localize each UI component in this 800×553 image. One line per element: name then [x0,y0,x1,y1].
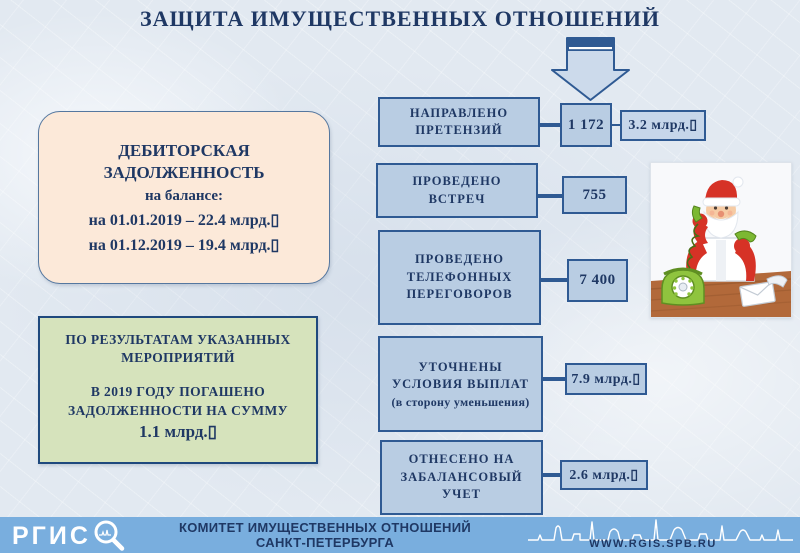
rgis-logo-text: РГИС [12,521,91,550]
debtor-subheading: на балансе: [144,188,224,205]
down-arrow-icon [551,37,630,101]
debtor-debt-box: ДЕБИТОРСКАЯ ЗАДОЛЖЕННОСТЬ на балансе: на… [38,111,330,284]
connector-line [543,377,565,381]
results-body: В 2019 ГОДУ ПОГАШЕНО ЗАДОЛЖЕННОСТИ НА СУ… [68,384,288,418]
committee-line1: КОМИТЕТ ИМУЩЕСТВЕННЫХ ОТНОШЕНИЙ [178,520,472,535]
payment-terms-label: УТОЧНЕНЫ УСЛОВИЯ ВЫПЛАТ [391,359,530,392]
connector-line [538,194,562,198]
footer-website: WWW.RGIS.SPB.RU [589,538,717,550]
flow-box-phone-calls: ПРОВЕДЕНО ТЕЛЕФОННЫХ ПЕРЕГОВОРОВ [378,230,541,325]
connector-line [541,278,567,282]
santa-illustration [650,162,792,318]
payment-terms-sublabel: (в сторону уменьшения) [391,394,530,409]
ded-moroz-phone-drawing [650,163,792,317]
magnifier-icon [94,520,125,551]
debtor-heading: ДЕБИТОРСКАЯ ЗАДОЛЖЕННОСТЬ [103,140,265,182]
results-box: ПО РЕЗУЛЬТАТАМ УКАЗАННЫХ МЕРОПРИЯТИЙ В 2… [38,316,318,464]
value-box-meetings-count: 755 [562,176,627,214]
value-box-claims-count: 1 172 [560,103,612,147]
value-box-offbalance-amount: 2.6 млрд.▯ [560,460,648,490]
results-heading: ПО РЕЗУЛЬТАТАМ УКАЗАННЫХ МЕРОПРИЯТИЙ [65,332,291,366]
value-box-calls-count: 7 400 [567,259,628,302]
connector-line [543,473,560,477]
connector-line [612,124,620,126]
footer-bar [0,517,800,553]
debtor-line-2019-12: на 01.12.2019 – 19.4 млрд.▯ [88,237,280,255]
results-amount: 1.1 млрд.▯ [138,421,218,441]
flow-box-off-balance: ОТНЕСЕНО НА ЗАБАЛАНСОВЫЙ УЧЕТ [380,440,543,515]
committee-line2: САНКТ-ПЕТЕРБУРГА [255,534,395,550]
page-title: ЗАЩИТА ИМУЩЕСТВЕННЫХ ОТНОШЕНИЙ [140,6,660,31]
skyline-graphic [528,519,793,541]
value-box-claims-amount: 3.2 млрд.▯ [620,110,706,141]
debtor-line-2019-01: на 01.01.2019 – 22.4 млрд.▯ [88,212,280,230]
committee-caption: КОМИТЕТ ИМУЩЕСТВЕННЫХ ОТНОШЕНИЙ САНКТ-ПЕ… [160,520,490,551]
flow-box-meetings: ПРОВЕДЕНО ВСТРЕЧ [376,163,538,218]
flow-box-claims: НАПРАВЛЕНО ПРЕТЕНЗИЙ [378,97,540,147]
rgis-logo: РГИС [12,519,127,553]
connector-line [540,123,560,127]
value-box-payment-amount: 7.9 млрд.▯ [565,363,647,395]
flow-box-payment-terms: УТОЧНЕНЫ УСЛОВИЯ ВЫПЛАТ (в сторону умень… [378,336,543,432]
